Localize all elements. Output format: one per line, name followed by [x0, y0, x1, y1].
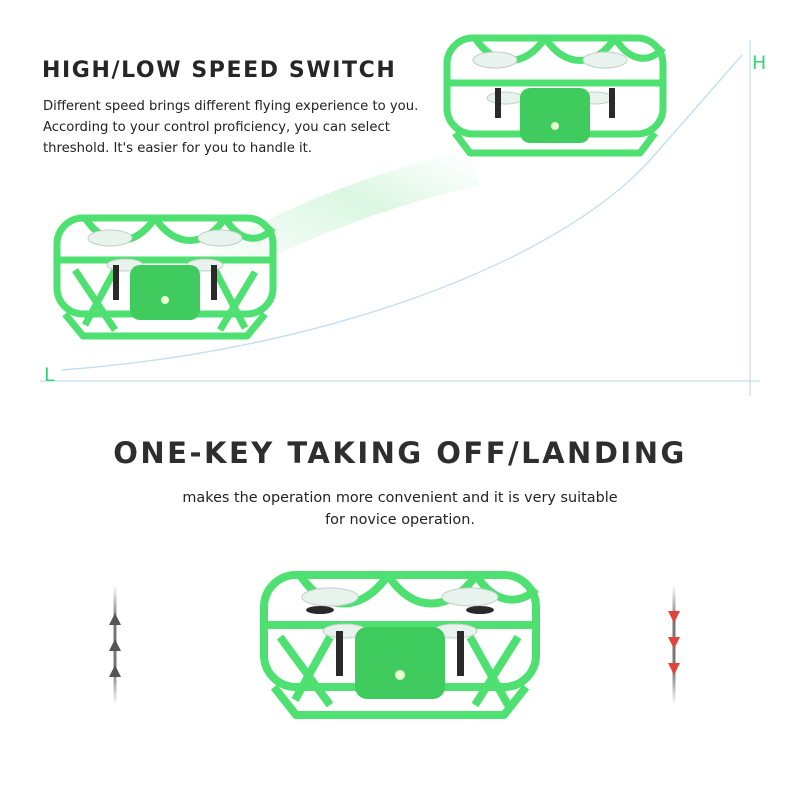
low-speed-label: L — [44, 364, 55, 386]
speed-curve-graph — [40, 40, 760, 396]
speed-switch-description: Different speed brings different flying … — [43, 96, 443, 159]
drone-image — [443, 34, 667, 157]
takeoff-landing-description: makes the operation more convenient and … — [0, 487, 800, 531]
drone-image — [53, 214, 277, 340]
high-speed-label: H — [752, 52, 767, 74]
up-arrows-icon — [109, 585, 121, 705]
speed-curve — [61, 54, 743, 371]
down-arrows-icon — [668, 585, 680, 705]
motion-trail — [210, 150, 480, 285]
takeoff-landing-title: ONE-KEY TAKING OFF/LANDING — [113, 436, 687, 470]
speed-switch-title: HIGH/LOW SPEED SWITCH — [42, 58, 397, 83]
speed-description-line-1: Different speed brings different flying … — [43, 99, 419, 114]
drone-image — [260, 571, 540, 719]
takeoff-description-line-2: for novice operation. — [325, 512, 475, 528]
speed-description-line-2: According to your control proficiency, y… — [43, 120, 390, 135]
speed-description-line-3: threshold. It's easier for you to handle… — [43, 141, 313, 156]
takeoff-description-line-1: makes the operation more convenient and … — [182, 490, 618, 506]
